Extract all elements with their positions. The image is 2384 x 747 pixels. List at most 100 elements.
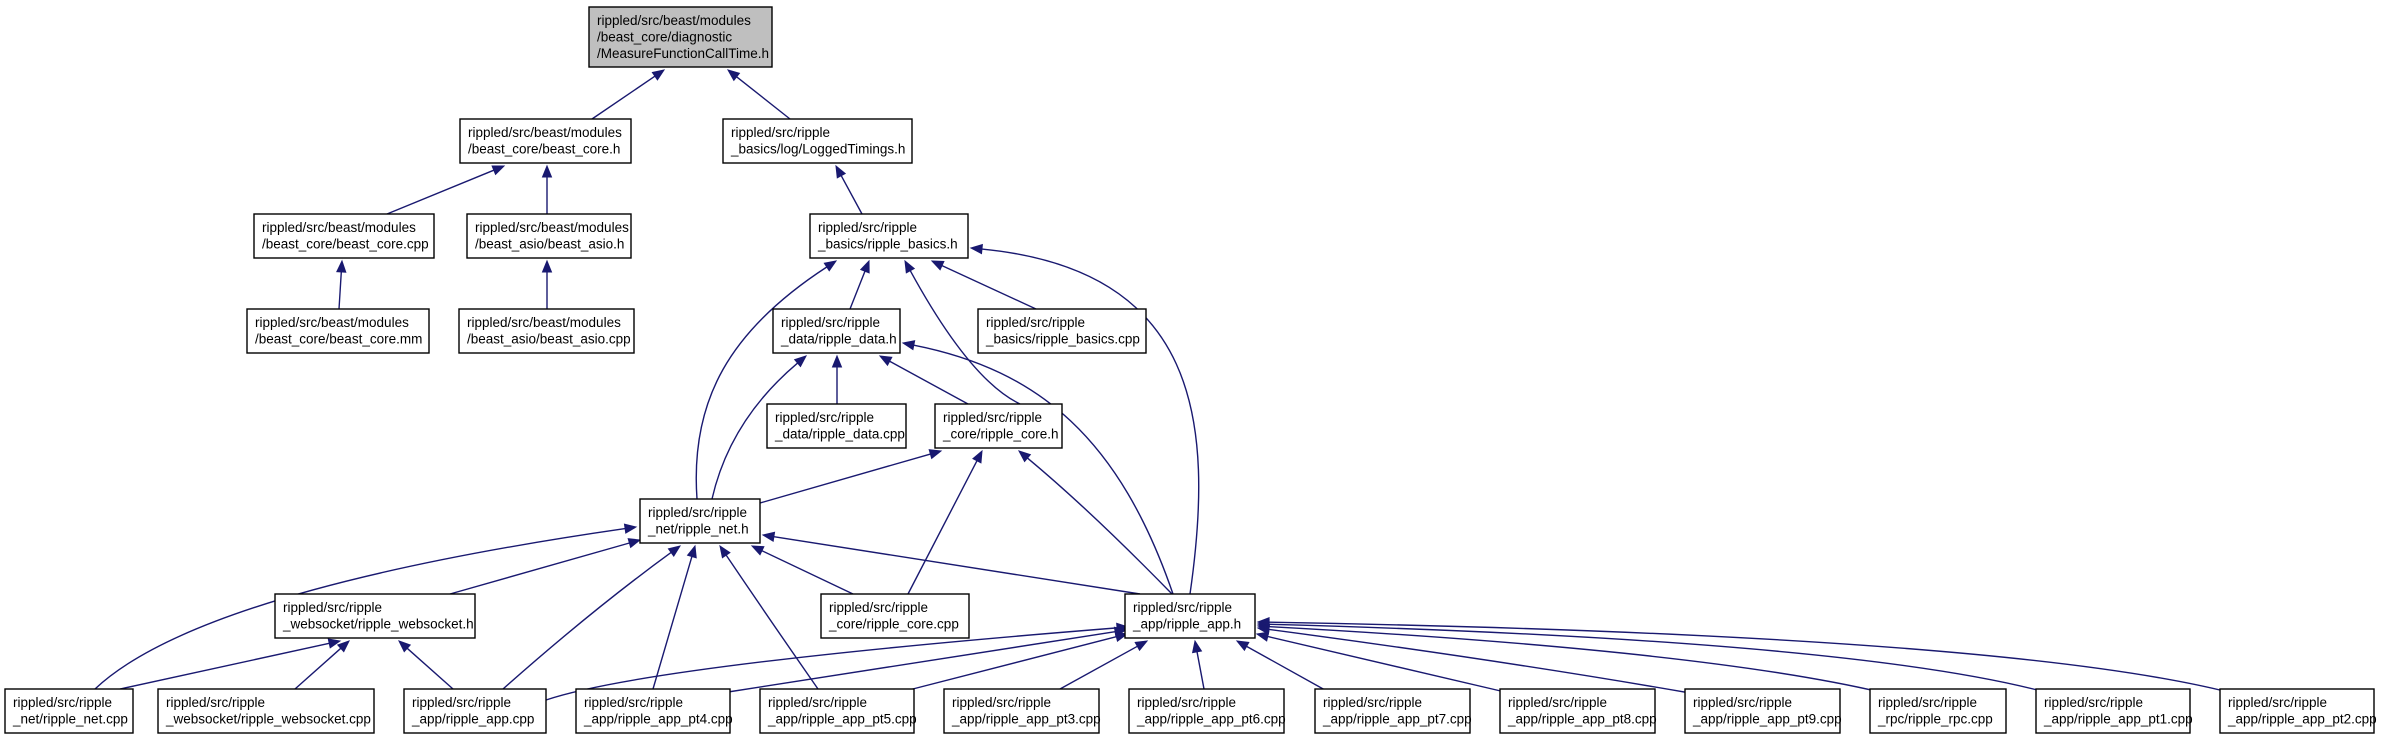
node-label-line: _basics/ripple_basics.cpp — [985, 332, 1140, 347]
edge-line — [981, 248, 1200, 595]
edge-arrowhead — [928, 449, 943, 460]
node-ripple-app-pt2-cpp[interactable]: rippled/src/ripple_app/ripple_app_pt2.cp… — [2219, 688, 2377, 734]
node-box — [772, 308, 901, 354]
node-label-line: _app/ripple_app_pt5.cpp — [767, 712, 917, 727]
node-box — [459, 118, 632, 164]
node-ripple-app-pt4-cpp[interactable]: rippled/src/ripple_app/ripple_app_pt4.cp… — [575, 688, 733, 734]
edge-line — [1246, 645, 1326, 691]
edge-ripple_core_h-to-ripple_basics_h — [904, 259, 1021, 405]
edge-ripple_rpc_cpp-to-ripple_app_h — [1256, 621, 1881, 693]
edge-line — [849, 270, 866, 310]
node-ripple-app-pt5-cpp[interactable]: rippled/src/ripple _app/ripple_app_pt5.cp… — [759, 688, 917, 734]
edge-line — [1027, 457, 1173, 595]
edge-ripple_net_h-to-ripple_core_h — [759, 449, 943, 504]
edge-line — [502, 551, 672, 690]
node-beast-asio-cpp[interactable]: rippled/src/beast/modules/beast_asio/bea… — [458, 308, 635, 354]
edge-line — [1196, 651, 1205, 690]
edge-arrowhead — [726, 69, 741, 82]
node-label-line: _app/ripple_app_pt7.cpp — [1322, 712, 1472, 727]
node-beast-core-h[interactable]: rippled/src/beast/modules/beast_core/bea… — [459, 118, 632, 164]
node-label-line: /beast_core/diagnostic — [597, 29, 732, 44]
node-logged-timings-h[interactable]: rippled/src/ripple_basics/log/LoggedTimi… — [722, 118, 913, 164]
node-label-line: _app/ripple_app_pt2.cpp — [2227, 712, 2377, 727]
edge-arrowhead — [835, 164, 847, 179]
node-label-line: rippled/src/ripple — [166, 695, 265, 710]
node-label-line: _net/ripple_net.cpp — [12, 712, 128, 727]
node-label-line: rippled/src/ripple — [283, 600, 382, 615]
node-label-line: rippled/src/ripple — [1508, 695, 1607, 710]
node-label-line: rippled/src/ripple — [768, 695, 867, 710]
edge-line — [449, 542, 630, 595]
node-label-line: _basics/ripple_basics.h — [817, 237, 958, 252]
node-ripple-app-h[interactable]: rippled/src/ripple_app/ripple_app.h — [1124, 593, 1256, 639]
edge-logged_timings_h-to-measure_h — [726, 69, 791, 120]
node-box — [1499, 688, 1656, 734]
edge-arrowhead — [541, 164, 553, 178]
node-ripple-core-cpp[interactable]: rippled/src/ripple_core/ripple_core.cpp — [820, 593, 970, 639]
edge-arrowhead — [627, 538, 642, 549]
edge-arrowhead — [901, 340, 916, 351]
edge-arrowhead — [1114, 631, 1129, 642]
edge-arrowhead — [904, 259, 916, 274]
node-beast-core-mm[interactable]: rippled/src/beast/modules/beast_core/bea… — [246, 308, 430, 354]
edge-line — [294, 647, 342, 690]
node-label-line: _data/ripple_data.h — [780, 332, 897, 347]
node-label-line: _basics/log/LoggedTimings.h — [730, 142, 905, 157]
node-label-line: rippled/src/ripple — [1693, 695, 1792, 710]
node-ripple-app-pt8-cpp[interactable]: rippled/src/ripple_app/ripple_app_pt8.cp… — [1499, 688, 1657, 734]
edge-arrowhead — [793, 355, 808, 368]
node-ripple-basics-h[interactable]: rippled/src/ripple_basics/ripple_basics.… — [809, 213, 969, 259]
node-box — [934, 403, 1063, 449]
node-ripple-data-h[interactable]: rippled/src/ripple _data/ripple_data.h — [772, 308, 901, 354]
node-beast-asio-h[interactable]: rippled/src/beast/modules/beast_asio/bea… — [466, 213, 632, 259]
node-box — [157, 688, 375, 734]
edge-line — [889, 360, 969, 405]
node-label-line: rippled/src/ripple — [781, 315, 880, 330]
node-ripple-app-pt9-cpp[interactable]: rippled/src/ripple_app/ripple_app_pt9.cp… — [1684, 688, 1842, 734]
node-ripple-app-cpp[interactable]: rippled/src/ripple_app/ripple_app.cpp — [403, 688, 547, 734]
edge-line — [725, 554, 819, 690]
edge-line — [1268, 628, 1691, 694]
node-beast-core-cpp[interactable]: rippled/src/beast/modules/beast_core/bea… — [253, 213, 435, 259]
edge-beast_core_mm-to-beast_core_cpp — [336, 259, 347, 310]
edge-line — [591, 75, 656, 120]
node-box — [588, 6, 773, 68]
node-label-line: /beast_core/beast_core.h — [468, 142, 620, 157]
node-ripple-app-pt6-cpp[interactable]: rippled/src/ripple_app/ripple_app_pt6.cp… — [1128, 688, 1286, 734]
edge-beast_asio_cpp-to-beast_asio_h — [541, 259, 553, 309]
edge-arrowhead — [719, 544, 731, 559]
edge-ripple_core_h-to-ripple_data_h — [878, 355, 969, 405]
edge-line — [338, 271, 343, 310]
edge-arrowhead — [686, 544, 697, 559]
edge-arrowhead — [1235, 640, 1250, 652]
edge-line — [711, 362, 799, 500]
node-box — [575, 688, 731, 734]
node-label-line: rippled/src/ripple — [584, 695, 683, 710]
edge-arrowhead — [491, 165, 506, 176]
node-ripple-rpc-cpp[interactable]: rippled/src/ripple_rpc/ripple_rpc.cpp — [1869, 688, 2007, 734]
node-ripple-app-pt7-cpp[interactable]: rippled/src/ripple _app/ripple_app_pt7.cp… — [1314, 688, 1472, 734]
node-ripple-net-cpp[interactable]: rippled/src/ripple_net/ripple_net.cpp — [4, 688, 134, 734]
node-label-line: _app/ripple_app_pt6.cpp — [1136, 712, 1286, 727]
node-ripple-basics-cpp[interactable]: rippled/src/ripple_basics/ripple_basics.… — [977, 308, 1147, 354]
node-ripple-data-cpp[interactable]: rippled/src/ripple_data/ripple_data.cpp — [766, 403, 907, 449]
edge-arrowhead — [1134, 640, 1149, 652]
node-ripple-app-pt3-cpp[interactable]: rippled/src/ripple_app/ripple_app_pt3.cp… — [943, 688, 1101, 734]
node-box — [403, 688, 547, 734]
edge-arrowhead — [750, 545, 765, 556]
node-ripple-app-pt1-cpp[interactable]: rippled/src/ripple_app/ripple_app_pt1.cp… — [2035, 688, 2193, 734]
edge-line — [909, 270, 1021, 405]
edge-ripple_data_cpp-to-ripple_data_h — [831, 354, 843, 404]
edge-ripple_app_h-to-ripple_net_h — [761, 531, 1141, 595]
node-label-line: rippled/src/ripple — [829, 600, 928, 615]
node-label-line: rippled/src/ripple — [1323, 695, 1422, 710]
edge-ripple_basics_cpp-to-ripple_basics_h — [930, 260, 1037, 310]
node-ripple-websocket-cpp[interactable]: rippled/src/ripple_websocket/ripple_webs… — [157, 688, 375, 734]
node-ripple-core-h[interactable]: rippled/src/ripple_core/ripple_core.h — [934, 403, 1063, 449]
node-ripple-net-h[interactable]: rippled/src/ripple_net/ripple_net.h — [639, 498, 761, 544]
node-ripple-websocket-h[interactable]: rippled/src/ripple_websocket/ripple_webs… — [274, 593, 476, 639]
nodes-layer: rippled/src/beast/modules/beast_core/dia… — [4, 6, 2377, 734]
node-box — [759, 688, 915, 734]
edge-arrowhead — [878, 355, 893, 367]
node-label-line: rippled/src/beast/modules — [597, 13, 751, 28]
